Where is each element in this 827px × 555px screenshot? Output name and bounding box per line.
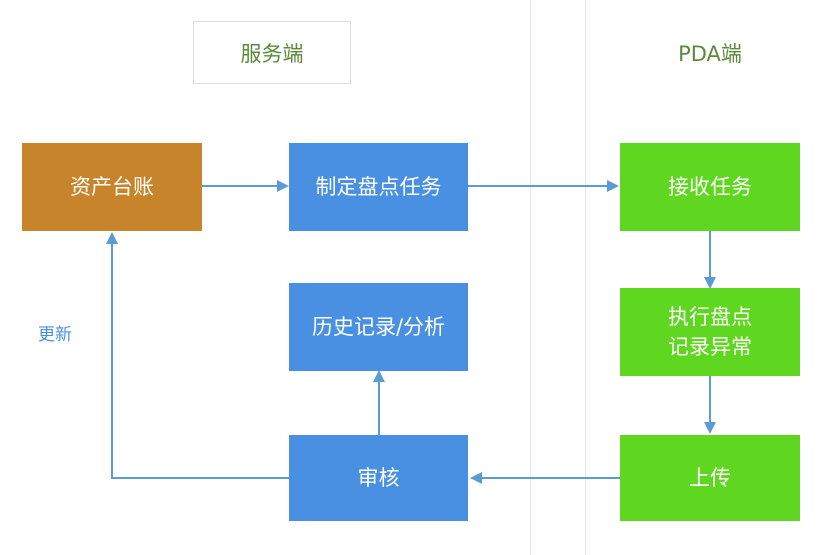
node-upload: 上传 [620, 435, 800, 521]
node-review-label: 审核 [357, 466, 400, 490]
node-upload-label: 上传 [689, 466, 731, 490]
node-create-task-label: 制定盘点任务 [315, 175, 442, 199]
node-history: 历史记录/分析 [289, 283, 468, 371]
lane-header-server: 服务端 [193, 21, 351, 84]
node-review: 审核 [289, 435, 468, 521]
lane-divider-right [585, 0, 586, 555]
node-asset-ledger-label: 资产台账 [70, 175, 154, 199]
edge-label-update: 更新 [38, 325, 72, 345]
node-history-label: 历史记录/分析 [311, 315, 446, 339]
lane-header-pda-label: PDA端 [678, 41, 742, 66]
lane-header-server-label: 服务端 [240, 41, 304, 66]
node-execute-line1: 执行盘点 [668, 305, 752, 329]
arrow-review-to-ledger [106, 232, 289, 479]
node-asset-ledger: 资产台账 [22, 143, 202, 231]
node-receive-task: 接收任务 [620, 143, 800, 231]
node-receive-task-label: 接收任务 [668, 175, 752, 199]
node-execute-line2: 记录异常 [668, 335, 752, 359]
node-create-task: 制定盘点任务 [289, 143, 468, 231]
lane-header-pda: PDA端 [620, 21, 800, 84]
node-execute-inventory: 执行盘点 记录异常 [620, 288, 800, 376]
lane-divider-left [530, 0, 531, 555]
